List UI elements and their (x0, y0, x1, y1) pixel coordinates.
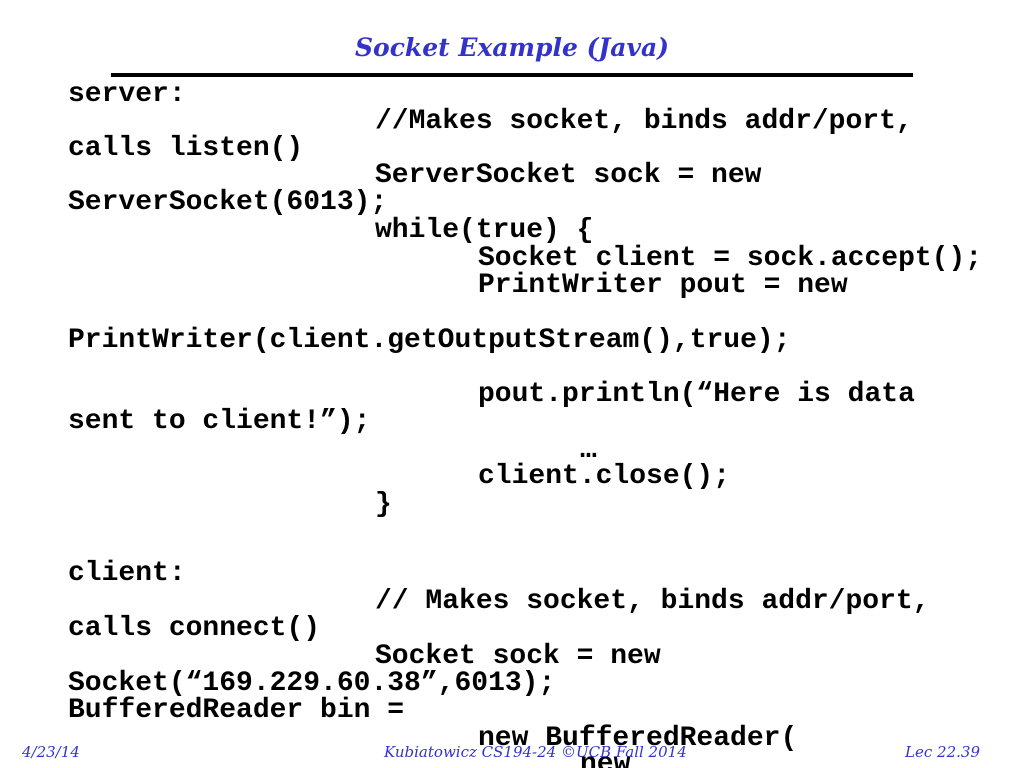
code-line-println-cont: sent to client!”); (68, 406, 371, 437)
code-line-client-label: client: (68, 558, 186, 589)
code-line-calls-listen: calls listen() (68, 133, 304, 164)
code-line-client-close: client.close(); (478, 461, 731, 492)
footer-lecture-number: Lec 22.39 (905, 743, 980, 761)
code-line-while-loop: while(true) { (375, 215, 594, 246)
code-line-close-brace: } (375, 489, 392, 520)
code-line-serversocket-decl: ServerSocket sock = new (375, 160, 762, 191)
code-line-server-label: server: (68, 79, 186, 110)
footer-course: Kubiatowicz CS194-24 ©UCB Fall 2014 (384, 743, 687, 761)
code-line-serversocket-port: ServerSocket(6013); (68, 187, 388, 218)
title-divider (111, 73, 913, 77)
code-line-new-cutoff: new (580, 749, 631, 768)
footer-date: 4/23/14 (22, 743, 80, 761)
code-line-ellipsis: … (580, 435, 597, 466)
code-line-calls-connect: calls connect() (68, 613, 321, 644)
code-line-printwriter-decl: PrintWriter pout = new (478, 270, 848, 301)
slide-footer: 4/23/14 Kubiatowicz CS194-24 ©UCB Fall 2… (0, 740, 1024, 768)
code-line-println: pout.println(“Here is data (478, 379, 915, 410)
code-line-bufferedreader-decl: BufferedReader bin = (68, 695, 405, 726)
slide-title: Socket Example (Java) (354, 33, 670, 62)
code-line-socket-decl: Socket sock = new (375, 641, 661, 672)
code-line-bufferedreader-new: new BufferedReader( (478, 723, 798, 754)
code-line-printwriter-init: PrintWriter(client.getOutputStream(),tru… (68, 325, 791, 356)
code-line-server-comment: //Makes socket, binds addr/port, (375, 106, 913, 137)
code-line-client-comment: // Makes socket, binds addr/port, (375, 586, 930, 617)
code-line-accept: Socket client = sock.accept(); (478, 243, 983, 274)
code-line-socket-address: Socket(“169.229.60.38”,6013); (68, 668, 556, 699)
